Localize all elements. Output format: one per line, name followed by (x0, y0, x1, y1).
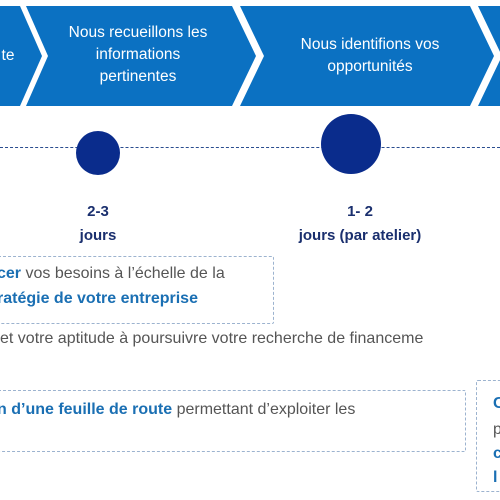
chevron-step-2 (26, 6, 256, 106)
chevron-step-4 (478, 6, 500, 106)
right-fragment-3: c (493, 445, 500, 462)
chevron-label-1: te (1, 47, 15, 64)
chevron-step-1 (0, 6, 42, 106)
right-fragment-1: C (493, 395, 500, 412)
roadmap-box: n d’une feuille de route permettant d’ex… (0, 390, 466, 452)
need-analysis-line-1: cer vos besoins à l’échelle de la (0, 261, 273, 286)
timeline-milestone-large (321, 114, 381, 174)
process-chevrons (0, 6, 500, 106)
timeline-milestone-small (76, 131, 120, 175)
chevron-label-3: Nous identifions vos opportunités (300, 36, 440, 75)
right-fragment-4: l (493, 469, 498, 486)
duration-step-3: 1- 2 jours (par atelier) (298, 203, 422, 244)
need-analysis-text: vos besoins à l’échelle de la (21, 265, 225, 282)
need-analysis-keyword: cer (0, 265, 22, 282)
need-analysis-line-2: ratégie de votre entreprise (0, 290, 198, 307)
roadmap-text: permettant d’exploiter les (172, 401, 356, 418)
right-fragment-2: p (493, 421, 500, 438)
right-box-partial (476, 380, 500, 492)
chevron-step-3 (240, 6, 494, 106)
chevron-label-2: Nous recueillons les informations pertin… (68, 24, 208, 85)
duration-step-2: 2-3 jours (79, 203, 117, 244)
need-analysis-box: cer vos besoins à l’échelle de la ratégi… (0, 256, 274, 324)
aptitude-text: et votre aptitude à poursuivre votre rec… (0, 330, 424, 347)
roadmap-keyword: n d’une feuille de route (0, 401, 173, 418)
timeline-dashed-line (0, 147, 500, 148)
